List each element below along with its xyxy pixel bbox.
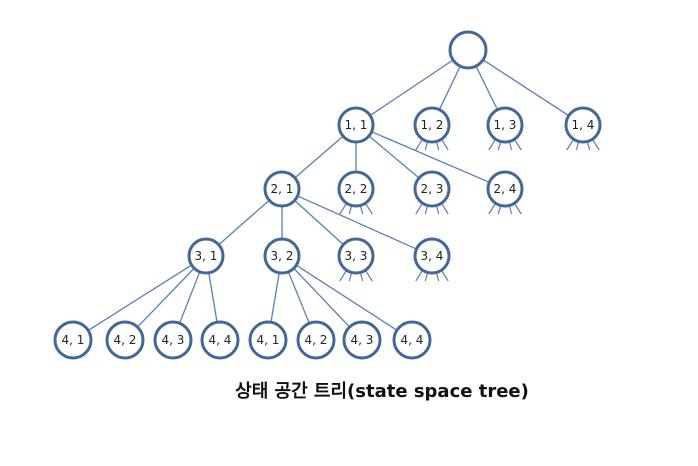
tree-nodes: 1, 1 1, 2 1, 3 1, 4 2, 1 2, 2 2, 3 2, 4 3, 1 3, 2… <box>53 30 602 360</box>
node-label: 2, 1 <box>271 182 294 196</box>
edge-n32-n44b <box>295 264 398 331</box>
edge-n31-n42a <box>137 267 195 328</box>
node-circle <box>263 237 301 275</box>
node-label: 3, 1 <box>195 249 218 263</box>
node-circle <box>53 320 93 360</box>
node-label: 4, 3 <box>351 333 374 347</box>
node-circle <box>413 106 451 144</box>
tree-node-n34: 3, 4 <box>413 237 451 275</box>
edge-n21-n34 <box>297 195 417 250</box>
tree-node-n44a: 4, 4 <box>200 320 240 360</box>
node-label: 4, 1 <box>62 333 85 347</box>
node-circle <box>187 237 225 275</box>
edge-root-n13 <box>475 65 499 111</box>
node-circle <box>486 106 524 144</box>
node-circle <box>564 106 602 144</box>
tree-node-n24: 2, 4 <box>486 170 524 208</box>
node-label: 2, 4 <box>494 182 517 196</box>
node-label: 3, 3 <box>345 249 368 263</box>
node-label: 4, 3 <box>162 333 185 347</box>
tree-node-n43a: 4, 3 <box>153 320 193 360</box>
node-circle <box>200 320 240 360</box>
node-circle <box>153 320 193 360</box>
node-label: 4, 4 <box>209 333 232 347</box>
node-circle <box>105 320 145 360</box>
node-label: 3, 2 <box>271 249 294 263</box>
node-circle <box>337 237 375 275</box>
node-circle <box>248 320 288 360</box>
edge-root-n11 <box>369 59 454 117</box>
node-circle <box>413 170 451 208</box>
edge-n11-n24 <box>371 131 490 183</box>
node-circle <box>392 320 432 360</box>
tree-node-n41b: 4, 1 <box>248 320 288 360</box>
edge-n31-n41a <box>87 264 192 331</box>
node-label: 1, 1 <box>345 118 368 132</box>
tree-node-n12: 1, 2 <box>413 106 451 144</box>
edge-n11-n23 <box>368 135 420 179</box>
node-circle <box>413 237 451 275</box>
tree-node-n14: 1, 4 <box>564 106 602 144</box>
tree-edges <box>87 59 570 331</box>
node-label: 1, 4 <box>572 118 595 132</box>
node-circle <box>296 320 336 360</box>
diagram-caption: 상태 공간 트리(state space tree) <box>235 381 529 402</box>
tree-node-n13: 1, 3 <box>486 106 524 144</box>
tree-node-n44b: 4, 4 <box>392 320 432 360</box>
node-circle <box>337 106 375 144</box>
tree-node-n21: 2, 1 <box>263 170 301 208</box>
tree-node-root <box>448 30 488 70</box>
node-label: 3, 4 <box>421 249 444 263</box>
tree-node-n43b: 4, 3 <box>342 320 382 360</box>
tree-node-n33: 3, 3 <box>337 237 375 275</box>
node-label: 1, 3 <box>494 118 517 132</box>
node-label: 4, 1 <box>257 333 280 347</box>
node-label: 2, 2 <box>345 182 368 196</box>
edge-n31-n43a <box>178 271 201 324</box>
node-circle <box>337 170 375 208</box>
tree-node-n42b: 4, 2 <box>296 320 336 360</box>
tree-node-n11: 1, 1 <box>337 106 375 144</box>
tree-node-n42a: 4, 2 <box>105 320 145 360</box>
edge-n32-n41b <box>270 272 280 323</box>
tree-node-n31: 3, 1 <box>187 237 225 275</box>
edge-n21-n33 <box>294 199 344 246</box>
node-circle <box>342 320 382 360</box>
unexpanded-branch-marks <box>339 138 600 282</box>
node-label: 4, 4 <box>401 333 424 347</box>
tree-node-n32: 3, 2 <box>263 237 301 275</box>
tree-node-n22: 2, 2 <box>337 170 375 208</box>
node-circle <box>448 30 488 70</box>
tree-node-n23: 2, 3 <box>413 170 451 208</box>
edge-n11-n21 <box>294 135 344 179</box>
edge-n32-n43b <box>293 267 351 328</box>
edge-n32-n42b <box>287 271 310 324</box>
edge-root-n14 <box>482 59 570 117</box>
node-label: 4, 2 <box>305 333 328 347</box>
edge-n31-n44a <box>208 272 218 323</box>
node-circle <box>486 170 524 208</box>
edge-root-n12 <box>438 65 461 110</box>
tree-node-n41a: 4, 1 <box>53 320 93 360</box>
edge-n21-n31 <box>218 199 270 246</box>
node-circle <box>263 170 301 208</box>
node-label: 1, 2 <box>421 118 444 132</box>
node-label: 4, 2 <box>114 333 137 347</box>
node-label: 2, 3 <box>421 182 444 196</box>
